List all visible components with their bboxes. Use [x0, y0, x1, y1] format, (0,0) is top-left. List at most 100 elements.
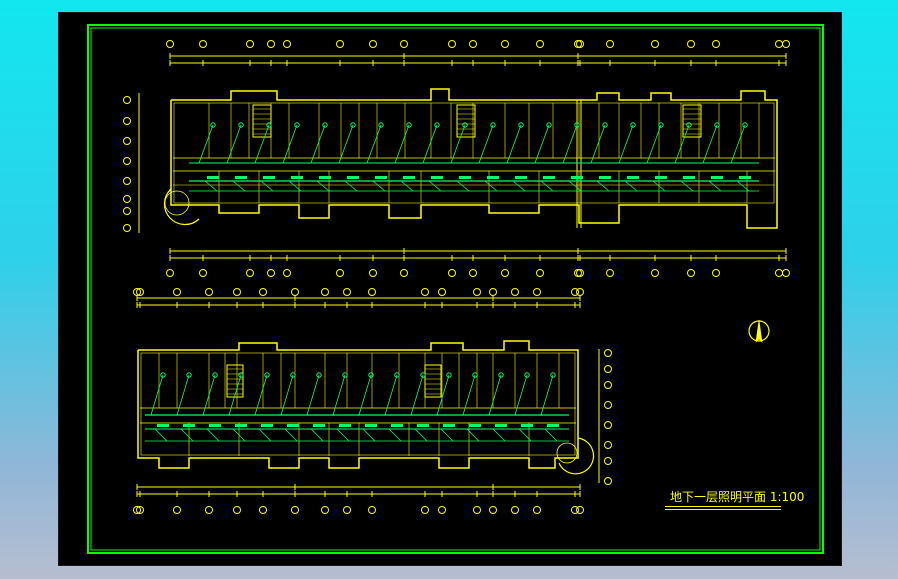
- axis-bubble: [473, 506, 481, 514]
- light-fixture: [322, 122, 328, 128]
- fluorescent-fixture: [627, 176, 639, 179]
- axis-bubble: [604, 457, 612, 465]
- fluorescent-fixture: [431, 176, 443, 179]
- branch-wire: [306, 374, 320, 416]
- branch-wire: [652, 180, 666, 192]
- axis-bubble: [267, 40, 275, 48]
- round-bay-inner: [164, 190, 190, 216]
- branch-wire: [506, 124, 522, 164]
- fluorescent-fixture: [375, 176, 387, 179]
- light-fixture: [602, 122, 608, 128]
- branch-wire: [544, 428, 558, 442]
- axis-bubble: [133, 506, 141, 514]
- light-fixture: [420, 372, 426, 378]
- axis-bubble: [489, 506, 497, 514]
- axis-bubble: [199, 40, 207, 48]
- branch-wire: [258, 428, 272, 442]
- light-fixture: [264, 372, 270, 378]
- fluorescent-fixture: [683, 176, 695, 179]
- axis-bubble: [604, 441, 612, 449]
- stairwell: [252, 104, 272, 138]
- branch-wire: [226, 124, 242, 164]
- building-outline-upper: [170, 88, 778, 229]
- branch-wire: [176, 374, 190, 416]
- light-fixture: [406, 122, 412, 128]
- light-fixture: [160, 372, 166, 378]
- branch-wire: [590, 124, 606, 164]
- axis-bubble: [291, 288, 299, 296]
- branch-wire: [228, 374, 242, 416]
- branch-wire: [428, 180, 442, 192]
- fluorescent-fixture: [443, 424, 455, 427]
- light-fixture: [368, 372, 374, 378]
- axis-bubble: [606, 40, 614, 48]
- axis-bubble: [400, 40, 408, 48]
- light-fixture: [294, 122, 300, 128]
- axis-bubble: [123, 157, 131, 165]
- axis-bubble: [489, 288, 497, 296]
- stairwell: [456, 104, 476, 138]
- building-outline-lower: [137, 340, 579, 469]
- fluorescent-fixture: [207, 176, 219, 179]
- branch-wire: [204, 180, 218, 192]
- branch-wire: [388, 428, 402, 442]
- branch-wire: [492, 428, 506, 442]
- fluorescent-fixture: [339, 424, 351, 427]
- light-fixture: [550, 372, 556, 378]
- light-fixture: [630, 122, 636, 128]
- axis-bubble: [438, 506, 446, 514]
- fluorescent-fixture: [263, 176, 275, 179]
- fluorescent-fixture: [365, 424, 377, 427]
- axis-bubble: [291, 506, 299, 514]
- axis-bubble: [267, 269, 275, 277]
- light-fixture: [290, 372, 296, 378]
- axis-bubble: [233, 288, 241, 296]
- branch-wire: [284, 428, 298, 442]
- axis-bubble: [536, 269, 544, 277]
- branch-wire: [730, 124, 746, 164]
- axis-bubble: [501, 40, 509, 48]
- fluorescent-fixture: [235, 424, 247, 427]
- light-fixture: [350, 122, 356, 128]
- fluorescent-fixture: [739, 176, 751, 179]
- light-fixture: [238, 122, 244, 128]
- axis-bubble: [246, 269, 254, 277]
- branch-wire: [674, 124, 690, 164]
- branch-wire: [332, 374, 346, 416]
- axis-bubble: [173, 506, 181, 514]
- branch-wire: [422, 124, 438, 164]
- branch-wire: [702, 124, 718, 164]
- axis-bubble: [233, 506, 241, 514]
- axis-bubble: [511, 288, 519, 296]
- lighting-plan-drawing: [87, 24, 824, 554]
- fluorescent-fixture: [347, 176, 359, 179]
- fluorescent-fixture: [291, 176, 303, 179]
- axis-bubble: [571, 288, 579, 296]
- fluorescent-fixture: [261, 424, 273, 427]
- axis-bubble: [604, 477, 612, 485]
- axis-bubble: [604, 401, 612, 409]
- axis-bubble: [574, 269, 582, 277]
- building-inner-wall-upper: [173, 102, 775, 204]
- branch-wire: [462, 374, 476, 416]
- branch-wire: [400, 180, 414, 192]
- light-fixture: [658, 122, 664, 128]
- branch-wire: [518, 428, 532, 442]
- branch-wire: [316, 180, 330, 192]
- axis-bubble: [576, 40, 584, 48]
- light-fixture: [546, 122, 552, 128]
- branch-wire: [618, 124, 634, 164]
- branch-wire: [310, 124, 326, 164]
- light-fixture: [210, 122, 216, 128]
- axis-bubble: [448, 269, 456, 277]
- branch-wire: [362, 428, 376, 442]
- branch-wire: [282, 124, 298, 164]
- stairwell: [226, 364, 244, 398]
- fluorescent-fixture: [599, 176, 611, 179]
- axis-bubble: [259, 506, 267, 514]
- axis-bubble: [576, 269, 584, 277]
- light-fixture: [316, 372, 322, 378]
- inner-frame: [90, 27, 821, 551]
- branch-wire: [344, 180, 358, 192]
- branch-wire: [488, 374, 502, 416]
